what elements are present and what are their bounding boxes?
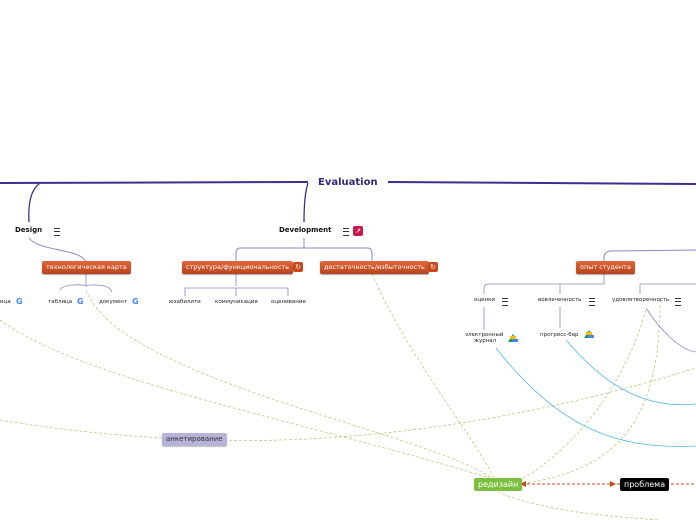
leaf-progress-bar[interactable]: прогресс-бар <box>540 332 579 338</box>
google-drive-icon[interactable] <box>508 334 518 342</box>
floating-redesign[interactable]: редизайн <box>474 478 523 491</box>
link-icon[interactable]: ↻ <box>293 262 303 272</box>
leaf-ejournal-line1[interactable]: электронный <box>465 332 504 338</box>
branch-development[interactable]: Development <box>279 226 332 234</box>
link-student-children <box>483 274 696 294</box>
link-dev-structure <box>235 238 305 261</box>
menu-icon[interactable] <box>675 298 681 306</box>
google-icon[interactable]: G <box>77 297 84 306</box>
leaf-partial[interactable]: ица <box>0 299 11 305</box>
link-progress-cyan <box>565 339 696 406</box>
link-satisfaction-purple <box>645 307 696 353</box>
central-line-left <box>0 181 309 184</box>
menu-icon[interactable] <box>343 228 349 236</box>
topic-structure[interactable]: структура/функциональность <box>182 261 294 274</box>
floating-survey[interactable]: анкетирование <box>162 433 227 446</box>
branch-design[interactable]: Design <box>15 226 43 234</box>
link-structure-children <box>184 274 289 296</box>
link-student <box>603 249 696 262</box>
leaf-usability[interactable]: юзабилити <box>169 299 201 305</box>
leaf-assessment[interactable]: оценивание <box>271 299 306 305</box>
link-dev-sufficiency <box>304 247 373 261</box>
link-tech-children <box>59 274 113 293</box>
menu-icon[interactable] <box>502 298 508 306</box>
leaf-table[interactable]: таблица <box>48 299 73 305</box>
menu-icon[interactable] <box>54 228 60 236</box>
leaf-satisfaction[interactable]: удовлетворенность <box>612 297 670 303</box>
link-design <box>28 182 41 223</box>
google-drive-icon[interactable] <box>584 330 594 338</box>
leaf-communication[interactable]: коммуникация <box>215 299 258 305</box>
link-icon[interactable]: ↻ <box>428 262 438 272</box>
google-icon[interactable]: G <box>132 297 139 306</box>
leaf-document[interactable]: документ <box>99 299 128 305</box>
topic-tech-map[interactable]: технологическая карта <box>42 261 131 274</box>
topic-student-experience[interactable]: опыт студента <box>576 261 635 274</box>
leaf-grades[interactable]: оценки <box>474 297 495 303</box>
link-icon[interactable]: ↗ <box>353 226 363 236</box>
leaf-engagement[interactable]: вовлеченность <box>538 297 582 303</box>
leaf-ejournal-line2[interactable]: журнал <box>474 338 497 344</box>
link-journal-cyan <box>495 347 696 447</box>
central-line-right <box>387 181 696 185</box>
topic-sufficiency[interactable]: достаточность/избыточность <box>320 261 429 274</box>
menu-icon[interactable] <box>589 298 595 306</box>
google-icon[interactable]: G <box>16 297 23 306</box>
link-development <box>303 182 309 223</box>
central-topic[interactable]: Evaluation <box>318 177 378 188</box>
floating-problem[interactable]: проблема <box>620 478 670 491</box>
link-design-tech <box>28 237 87 263</box>
